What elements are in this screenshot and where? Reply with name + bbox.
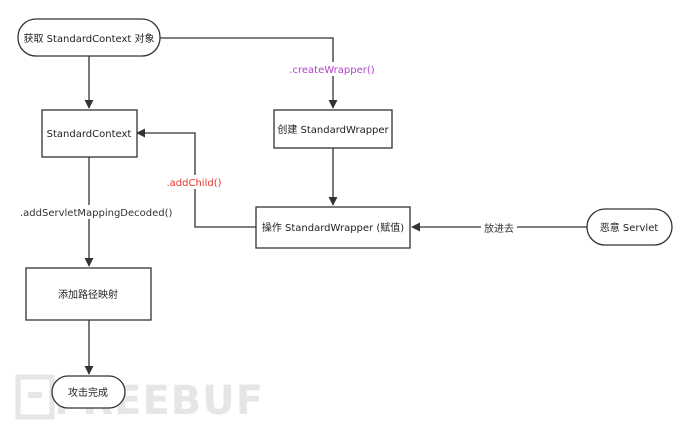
create-wrapper-label: .createWrapper() (289, 65, 374, 76)
node-add-mapping: 添加路径映射 (25, 267, 152, 321)
svg-text:攻击完成: 攻击完成 (68, 386, 108, 399)
node-create-wrapper: 创建 StandardWrapper (273, 109, 393, 149)
svg-text:恶意 Servlet: 恶意 Servlet (600, 221, 659, 234)
node-malicious-servlet: 恶意 Servlet (586, 208, 673, 246)
edge-get-to-create (160, 37, 338, 109)
svg-text:创建 StandardWrapper: 创建 StandardWrapper (277, 123, 389, 136)
node-attack-done: 攻击完成 (51, 375, 126, 409)
node-get-context: 获取 StandardContext 对象 (17, 18, 161, 57)
svg-text:添加路径映射: 添加路径映射 (58, 288, 118, 301)
svg-text:StandardContext: StandardContext (47, 129, 132, 140)
add-child-label: .addChild() (166, 178, 221, 189)
svg-text:操作 StandardWrapper (赋值): 操作 StandardWrapper (赋值) (262, 221, 404, 234)
node-standard-context: StandardContext (41, 109, 138, 158)
svg-text:获取 StandardContext 对象: 获取 StandardContext 对象 (23, 32, 154, 45)
put-in-label: 放进去 (484, 222, 514, 235)
add-mapping-label: .addServletMappingDecoded() (20, 208, 173, 219)
node-operate-wrapper: 操作 StandardWrapper (赋值) (255, 206, 411, 249)
